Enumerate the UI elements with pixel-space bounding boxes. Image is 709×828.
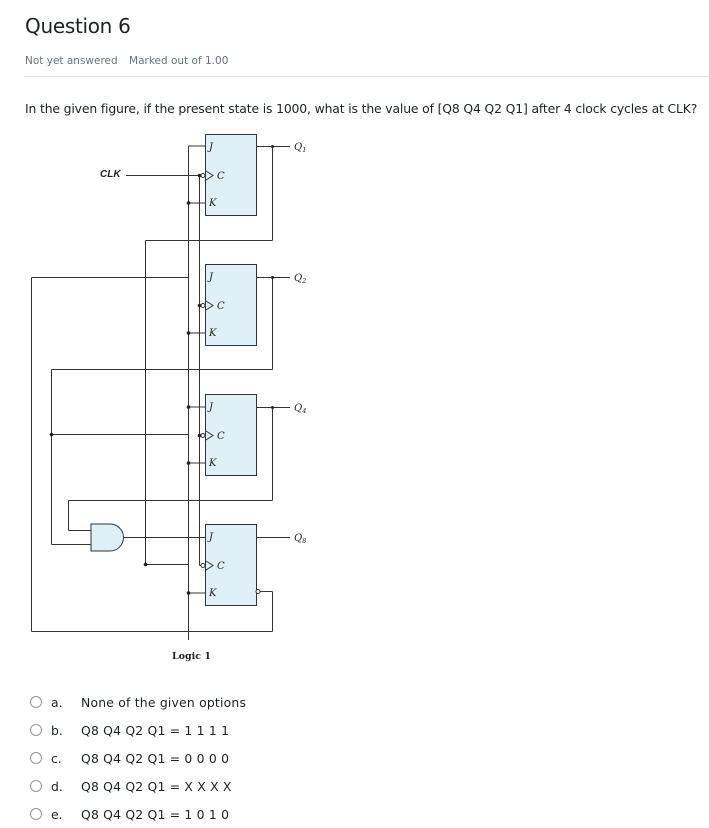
radio-button-d[interactable] <box>30 780 42 792</box>
answer-option-a[interactable]: a. None of the given options <box>30 688 246 716</box>
answer-list: a. None of the given options b. Q8 Q4 Q2… <box>30 688 246 828</box>
answer-text: Q8 Q4 Q2 Q1 = 0 0 0 0 <box>81 750 230 766</box>
ff2-j-label: J <box>207 272 214 283</box>
q1-label: Q1 <box>294 142 306 154</box>
flip-flop-3 <box>205 394 257 476</box>
radio-button-c[interactable] <box>30 752 42 764</box>
ff3-j-label: J <box>207 402 214 413</box>
flip-flop-2 <box>205 264 257 346</box>
ff1-j-label: J <box>207 142 214 153</box>
answer-letter: b. <box>51 722 63 738</box>
answer-text: None of the given options <box>81 694 247 710</box>
ff3-c-label: C <box>217 431 225 442</box>
answer-letter: e. <box>51 806 63 822</box>
ff1-c-label: C <box>217 171 225 182</box>
ff4-c-label: C <box>217 561 225 572</box>
question-marks: Marked out of 1.00 <box>129 55 229 67</box>
ff2-c-label: C <box>217 301 225 312</box>
answer-text: Q8 Q4 Q2 Q1 = 1 0 1 0 <box>81 806 230 822</box>
answer-letter: a. <box>51 694 63 710</box>
flip-flop-4 <box>205 524 257 606</box>
radio-button-a[interactable] <box>30 696 42 708</box>
question-title: Question 6 <box>25 14 131 38</box>
and-gate <box>90 523 124 552</box>
header-divider <box>25 76 709 77</box>
answer-text: Q8 Q4 Q2 Q1 = X X X X <box>81 778 232 794</box>
ff4-j-label: J <box>207 532 214 543</box>
answer-option-e[interactable]: e. Q8 Q4 Q2 Q1 = 1 0 1 0 <box>30 800 246 828</box>
ff4-k-label: K <box>208 588 217 599</box>
question-text: In the given figure, if the present stat… <box>25 101 698 116</box>
answer-text: Q8 Q4 Q2 Q1 = 1 1 1 1 <box>81 722 230 738</box>
answer-option-b[interactable]: b. Q8 Q4 Q2 Q1 = 1 1 1 1 <box>30 716 246 744</box>
radio-button-e[interactable] <box>30 808 42 820</box>
flip-flop-1 <box>205 134 257 216</box>
answer-option-c[interactable]: c. Q8 Q4 Q2 Q1 = 0 0 0 0 <box>30 744 246 772</box>
ff2-k-label: K <box>208 328 217 339</box>
answer-option-d[interactable]: d. Q8 Q4 Q2 Q1 = X X X X <box>30 772 246 800</box>
clk-label: CLK <box>100 169 121 180</box>
q4-label: Q4 <box>294 403 306 415</box>
radio-button-b[interactable] <box>30 724 42 736</box>
ff1-k-label: K <box>208 198 217 209</box>
ff3-k-label: K <box>208 458 217 469</box>
question-info: Not yet answered Marked out of 1.00 <box>25 55 236 67</box>
answer-letter: c. <box>51 750 62 766</box>
q2-label: Q2 <box>294 273 306 285</box>
answer-letter: d. <box>51 778 63 794</box>
question-status: Not yet answered <box>25 55 118 67</box>
logic1-label: Logic 1 <box>172 651 211 662</box>
q8-label: Q8 <box>294 533 306 545</box>
